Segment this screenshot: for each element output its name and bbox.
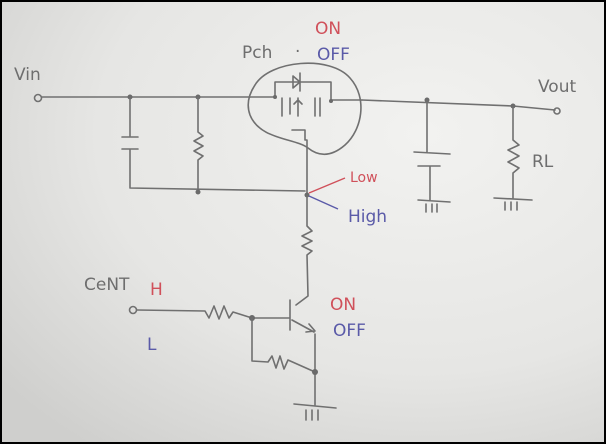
input-capacitor [121, 96, 306, 192]
load-resistor [493, 105, 533, 211]
pch-label: Pch [242, 43, 272, 63]
mosfet-on-label: ON [315, 19, 341, 39]
cent-label: CeNT [84, 275, 130, 295]
gate-high-label: High [348, 207, 387, 227]
ground-symbol [293, 403, 337, 421]
pch-mosfet [247, 62, 363, 196]
mosfet-off-label: OFF [317, 45, 350, 65]
emitter-node [312, 369, 318, 375]
rl-label: RL [532, 152, 554, 172]
low-pointer-line [308, 177, 346, 194]
transistor-off-label: OFF [333, 321, 366, 341]
collector-resistor [295, 194, 313, 306]
base-resistor [136, 305, 253, 320]
gate-low-label: Low [350, 170, 378, 186]
vin-label: Vin [14, 65, 41, 85]
cent-low-label: L [147, 335, 157, 355]
vout-terminal [553, 107, 561, 115]
cent-high-label: H [150, 280, 163, 300]
transistor-on-label: ON [330, 295, 356, 315]
output-capacitor [413, 99, 451, 213]
npn-transistor [251, 299, 316, 406]
gate-pullup-resistor [193, 96, 204, 195]
pch-separator: · [295, 42, 300, 62]
vout-label: Vout [538, 77, 576, 97]
high-pointer-line [308, 195, 339, 210]
vin-terminal [33, 93, 43, 103]
base-emitter-resistor [251, 317, 316, 373]
